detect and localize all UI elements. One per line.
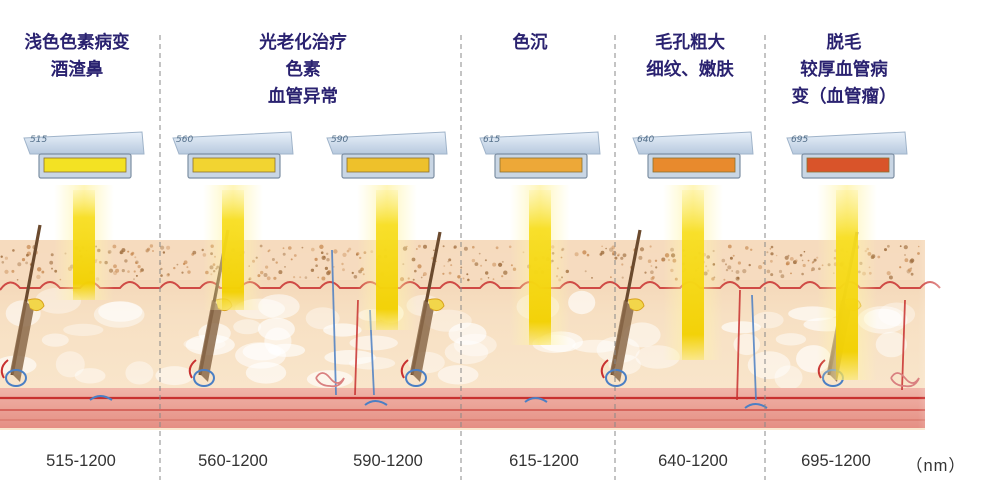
light-beam xyxy=(682,190,704,360)
title-line: 细纹、嫩肤 xyxy=(646,60,734,80)
column-title-695: 脱毛较厚血管病变（血管瘤） xyxy=(769,30,919,111)
hair-bulb xyxy=(5,369,27,387)
column-title-560: 光老化治疗色素血管异常 xyxy=(228,30,378,111)
filter-crystal xyxy=(43,157,127,173)
hair-root-sheath xyxy=(610,300,634,382)
filter-label-560: 560 xyxy=(176,135,194,145)
title-line: 浅色色素病变 xyxy=(24,33,130,53)
light-beam xyxy=(376,190,398,330)
filter-head-top xyxy=(326,131,448,155)
hair-bulb xyxy=(193,369,215,387)
title-line: 血管异常 xyxy=(268,87,338,107)
filter-label-695: 695 xyxy=(791,135,809,145)
vertical-vessel xyxy=(331,249,337,396)
sweat-gland xyxy=(315,372,345,388)
range-615: 615-1200 xyxy=(509,452,579,470)
filter-head-top xyxy=(172,131,294,155)
vein-segment xyxy=(364,400,388,406)
range-640: 640-1200 xyxy=(658,452,728,470)
light-beam xyxy=(73,190,95,300)
deep-dermis-layer xyxy=(0,388,925,428)
vein-segment xyxy=(89,395,113,401)
range-590: 590-1200 xyxy=(353,452,423,470)
title-line: 较厚血管病 xyxy=(800,60,888,80)
filter-head-top xyxy=(786,131,908,155)
light-beam xyxy=(222,190,244,310)
right-edge-fade xyxy=(918,180,981,440)
title-line: 色素 xyxy=(285,60,321,80)
filter-label-515: 515 xyxy=(30,135,48,145)
light-beams xyxy=(54,185,877,380)
filter-label-615: 615 xyxy=(483,135,501,145)
range-695: 695-1200 xyxy=(801,452,871,470)
column-title-640: 毛孔粗大细纹、嫩肤 xyxy=(615,30,765,84)
filter-crystal xyxy=(806,157,890,173)
vertical-vessel xyxy=(751,294,757,401)
unit-label: （nm） xyxy=(906,457,966,475)
filter-label-640: 640 xyxy=(637,135,655,145)
light-beam xyxy=(529,190,551,345)
range-515: 515-1200 xyxy=(46,452,116,470)
epidermis-band xyxy=(0,240,925,280)
filter-head xyxy=(23,131,145,179)
filter-head-top xyxy=(632,131,754,155)
sebaceous-gland xyxy=(27,298,45,312)
title-line: 色沉 xyxy=(512,33,548,53)
title-line: 变（血管瘤） xyxy=(791,87,897,107)
filter-head xyxy=(786,131,908,179)
superficial-vessel xyxy=(0,281,941,291)
filter-head-top xyxy=(479,131,601,155)
follicle-vessel xyxy=(600,359,609,379)
title-line: 毛孔粗大 xyxy=(655,33,725,53)
follicle-vessel xyxy=(400,359,409,379)
column-dividers xyxy=(159,35,766,480)
filter-head xyxy=(632,131,754,179)
filter-label-590: 590 xyxy=(331,135,349,145)
title-line: 脱毛 xyxy=(826,33,862,53)
vertical-vessel xyxy=(736,289,741,401)
sebaceous-gland xyxy=(427,298,445,312)
follicle-vessel xyxy=(0,359,9,379)
vein-segment xyxy=(524,397,548,403)
hair-root-sheath xyxy=(410,300,434,382)
hair-bulb xyxy=(605,369,627,387)
hair-bulb xyxy=(405,369,427,387)
filter-crystal xyxy=(192,157,276,173)
title-line: 光老化治疗 xyxy=(259,33,347,53)
hair-root-sheath xyxy=(10,300,34,382)
follicle-vessel xyxy=(188,359,197,379)
filter-head-top xyxy=(23,131,145,155)
filter-head xyxy=(172,131,294,179)
filter-crystal xyxy=(346,157,430,173)
hair-root-sheath xyxy=(198,300,222,382)
skin-layers xyxy=(0,180,981,440)
filter-heads xyxy=(23,131,908,179)
filter-crystal xyxy=(499,157,583,173)
title-line: 酒渣鼻 xyxy=(50,60,104,80)
hair-follicle xyxy=(0,224,45,387)
filter-head xyxy=(326,131,448,179)
hair-follicle xyxy=(600,229,645,387)
column-title-615: 色沉 xyxy=(455,30,605,57)
hair-follicle xyxy=(400,231,445,387)
light-beam xyxy=(836,190,858,380)
range-560: 560-1200 xyxy=(198,452,268,470)
filter-head xyxy=(479,131,601,179)
column-title-515: 浅色色素病变酒渣鼻 xyxy=(2,30,152,84)
filter-crystal xyxy=(652,157,736,173)
sebaceous-gland xyxy=(627,298,645,312)
